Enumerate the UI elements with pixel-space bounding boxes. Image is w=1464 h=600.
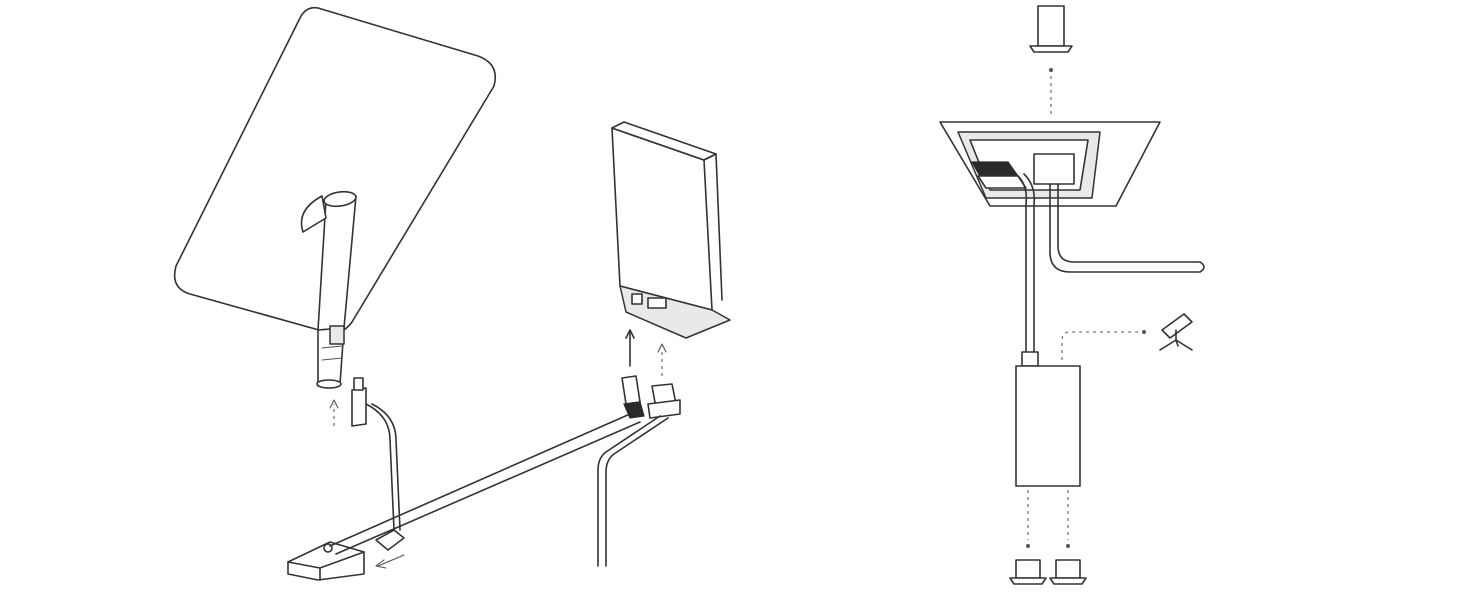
cable-connector-icon — [351, 377, 401, 531]
ceiling-mount-icon — [1029, 5, 1073, 118]
up-arrow-icon — [329, 399, 339, 426]
up-arrow-icon — [657, 343, 667, 376]
wireless-link — [1061, 330, 1146, 360]
wall-box-icon — [611, 121, 731, 339]
ceiling-cover-icon — [939, 121, 1161, 207]
long-cable — [329, 413, 641, 555]
laptop-icon — [1049, 559, 1087, 585]
left-panel — [173, 6, 731, 581]
power-supply-icon — [1015, 351, 1081, 487]
adapter-box-icon — [287, 541, 365, 581]
cable-connector-icon — [597, 383, 681, 567]
up-arrow-icon — [625, 329, 635, 367]
small-connector-icon — [375, 529, 405, 569]
laptop-icon — [1009, 559, 1047, 585]
satellite-dish-icon — [1159, 313, 1193, 351]
right-panel — [939, 5, 1205, 585]
ethernet-cable — [1017, 173, 1036, 353]
mast-icon — [300, 190, 357, 389]
power-cable — [1049, 183, 1205, 273]
laptop-links — [1026, 490, 1070, 548]
cable-connector-icon — [621, 375, 645, 419]
